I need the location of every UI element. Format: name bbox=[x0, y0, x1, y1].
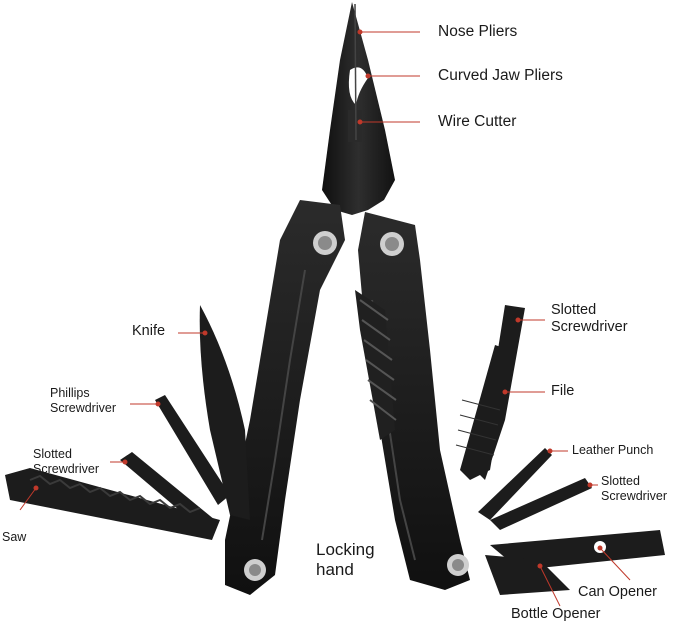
label-phillips-line1: Phillips bbox=[50, 386, 90, 400]
label-slotted-right-bottom-line1: Slotted bbox=[601, 474, 640, 488]
label-slotted-screwdriver-left: Slotted Screwdriver bbox=[33, 447, 99, 477]
leader-lines bbox=[19, 29, 631, 607]
label-slotted-screwdriver-right-bottom: Slotted Screwdriver bbox=[601, 474, 667, 504]
label-slotted-right-bottom-line2: Screwdriver bbox=[601, 489, 667, 503]
label-slotted-right-top-line2: Screwdriver bbox=[551, 319, 628, 336]
label-curved-jaw-pliers: Curved Jaw Pliers bbox=[438, 67, 563, 84]
wire-cutter-gap bbox=[348, 110, 362, 142]
locking-mechanism bbox=[355, 290, 397, 440]
label-locking-line2: hand bbox=[316, 560, 354, 580]
label-locking-hand: Locking hand bbox=[316, 540, 375, 581]
bottle-opener-tool bbox=[485, 555, 570, 595]
label-slotted-left-line1: Slotted bbox=[33, 447, 72, 461]
left-tools bbox=[5, 305, 250, 540]
label-saw: Saw bbox=[2, 530, 27, 544]
label-slotted-left-line2: Screwdriver bbox=[33, 462, 99, 476]
left-handle bbox=[225, 200, 345, 595]
label-can-opener: Can Opener bbox=[578, 584, 657, 600]
pliers-head bbox=[322, 2, 395, 215]
label-phillips-screwdriver: Phillips Screwdriver bbox=[50, 386, 116, 416]
label-file: File bbox=[551, 383, 575, 399]
label-slotted-screwdriver-right-top: Slotted Screwdriver bbox=[551, 302, 628, 337]
nose-pliers-shape bbox=[322, 2, 395, 215]
knife-blade bbox=[199, 305, 250, 520]
label-nose-pliers: Nose Pliers bbox=[438, 23, 518, 40]
label-knife: Knife bbox=[132, 323, 166, 339]
label-slotted-right-top-line1: Slotted bbox=[551, 302, 597, 318]
phillips-screwdriver-tool bbox=[155, 395, 230, 505]
leather-punch-tool bbox=[478, 448, 552, 520]
label-locking-line1: Locking bbox=[316, 540, 375, 559]
file-tool bbox=[460, 345, 510, 480]
label-leather-punch: Leather Punch bbox=[572, 443, 654, 457]
curved-jaw-notch bbox=[348, 67, 368, 105]
slotted-screwdriver-right-bottom-tool bbox=[490, 478, 592, 530]
right-tools bbox=[455, 305, 665, 595]
label-wire-cutter: Wire Cutter bbox=[438, 113, 517, 130]
label-phillips-line2: Screwdriver bbox=[50, 401, 116, 415]
label-bottle-opener: Bottle Opener bbox=[511, 606, 601, 622]
saw-tool bbox=[5, 468, 220, 540]
